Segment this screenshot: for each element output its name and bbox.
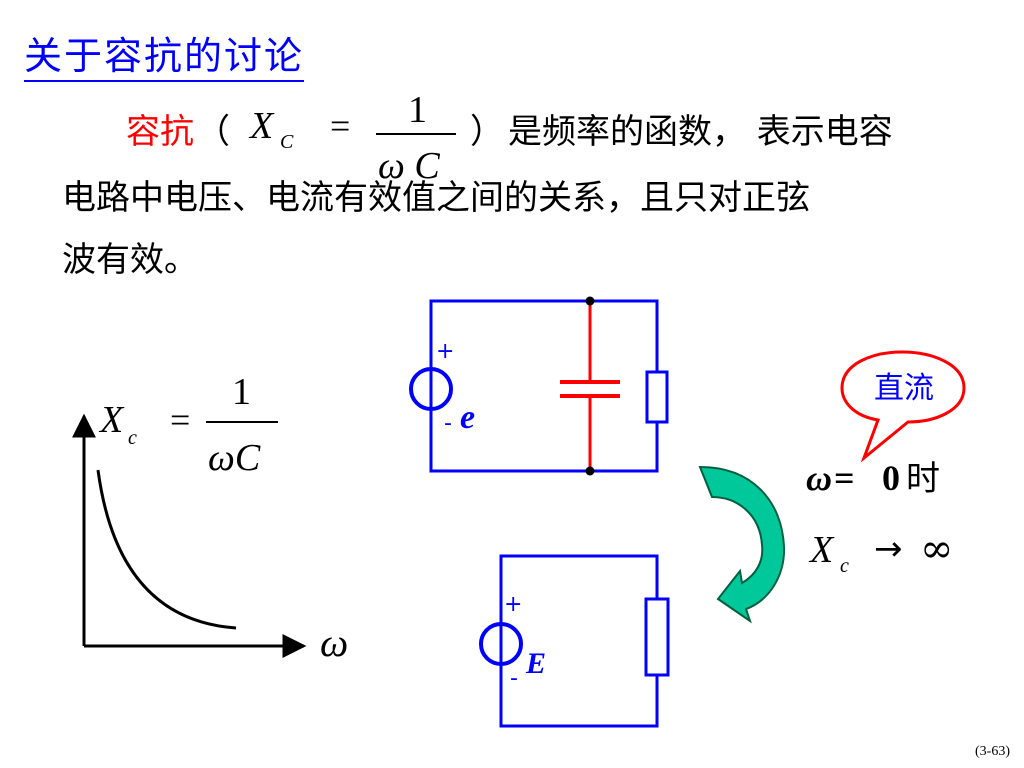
dc-callout: 直流 [840,350,966,463]
slide-title: 关于容抗的讨论 [24,32,305,82]
graph-formula-lhs: X [98,399,125,441]
formula-numerator: 1 [408,89,427,131]
paren-open: （ [196,112,230,152]
formula-eq: = [330,106,350,146]
paren-close: ） [470,112,504,152]
cond-xc-sub: c [840,555,849,577]
circuit-dc: + - E [479,554,670,728]
graph-formula-lhs-sub: c [128,427,137,449]
circuit-ac: + - e [409,296,669,476]
reactance-curve [96,469,237,630]
reactance-graph: X c = 1 ωC ω [72,371,348,665]
term-capacitive-reactance: 容抗 [126,112,194,152]
callout-bubble [840,350,966,463]
dc-condition: ω = 0 时 X c → ∞ [806,458,953,577]
node-dot-top [585,296,595,306]
cond-arrow: → [874,529,903,569]
dc-resistor-icon [644,597,670,677]
formula-denominator: ω C [378,145,440,187]
transition-arrow [698,465,786,624]
paragraph-line-1: 是频率的函数， 表示电容 [508,112,893,152]
source-label-E: E [525,647,546,680]
ac-plus: + [436,339,454,364]
dc-minus: - [510,666,518,691]
graph-formula-numerator: 1 [232,371,251,413]
graph-formula-denominator: ωC [208,437,261,479]
cond-zero: 0 [882,458,900,498]
page-number: (3-63) [975,744,1010,759]
cond-omega: ω [806,458,832,498]
curved-arrow-icon [698,465,786,624]
cond-infinity: ∞ [920,526,953,572]
node-dot-bottom [585,466,595,476]
cond-when: 时 [906,459,940,499]
callout-text: 直流 [874,371,934,406]
formula-xc-definition: X C = 1 ω C [248,89,456,187]
circuit-dc-wire [499,554,659,728]
circuit-ac-wire [429,299,659,473]
formula-lhs-sub: C [280,131,294,153]
source-label-e: e [460,399,475,436]
formula-lhs: X [248,105,275,147]
dc-plus: + [504,592,522,617]
paragraph-line-2: 电路中电压、电流有效值之间的关系，且只对正弦 [62,178,810,218]
resistor-icon [645,370,669,424]
cond-xc: X [808,529,835,571]
ac-minus: - [444,411,452,436]
paragraph-line-3: 波有效。 [62,240,198,280]
cond-equals: = [834,458,855,498]
x-axis-label: ω [320,620,348,665]
graph-formula-eq: = [170,400,190,440]
